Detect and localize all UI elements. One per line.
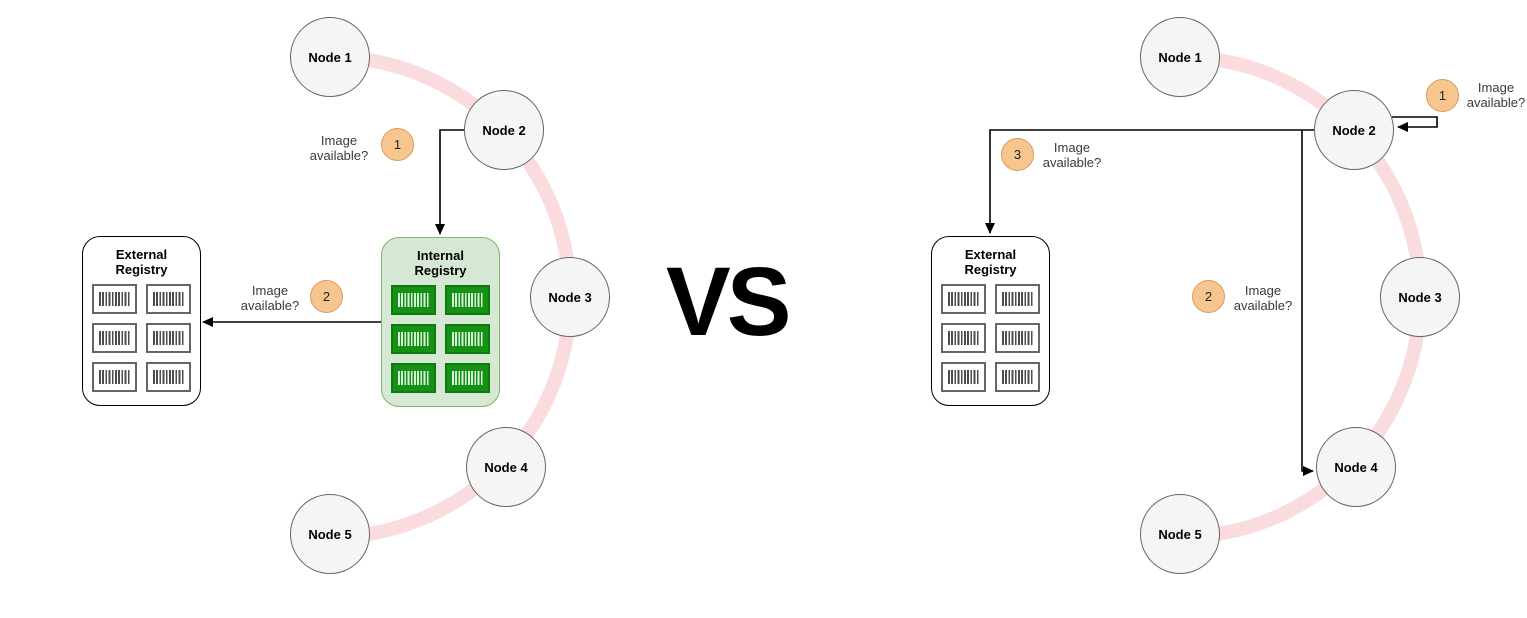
right-step-3-badge: 3 xyxy=(1001,138,1034,171)
badge-number: 1 xyxy=(393,137,402,152)
node-label: Node 2 xyxy=(1332,122,1376,138)
arrow-right-node2-self-loop xyxy=(1392,116,1438,132)
badge-number: 2 xyxy=(1204,289,1213,304)
arrow-right-node2-to-node4 xyxy=(1301,130,1314,476)
left-step-2-badge: 2 xyxy=(310,280,343,313)
container-image-icon xyxy=(146,362,191,392)
badge-number: 3 xyxy=(1013,147,1022,162)
node-label: Node 3 xyxy=(1398,289,1442,305)
node-label: Node 4 xyxy=(1334,459,1378,475)
arrow-left-node2-to-internal-registry xyxy=(435,129,464,235)
right-node-4: Node 4 xyxy=(1316,427,1396,507)
left-node-5: Node 5 xyxy=(290,494,370,574)
left-node-1: Node 1 xyxy=(290,17,370,97)
container-image-icon xyxy=(146,284,191,314)
node-label: Node 5 xyxy=(308,526,352,542)
node-label: Node 3 xyxy=(548,289,592,305)
node-label: Node 1 xyxy=(1158,49,1202,65)
container-image-icon xyxy=(941,362,986,392)
container-image-icon xyxy=(391,285,436,315)
right-step-2-label: Image available? xyxy=(1233,283,1293,313)
left-node-4: Node 4 xyxy=(466,427,546,507)
container-image-icon xyxy=(445,285,490,315)
right-node-1: Node 1 xyxy=(1140,17,1220,97)
image-grid xyxy=(382,285,499,393)
container-image-icon xyxy=(445,363,490,393)
node-label: Node 2 xyxy=(482,122,526,138)
registry-title: External Registry xyxy=(964,247,1017,277)
container-image-icon xyxy=(941,323,986,353)
node-label: Node 5 xyxy=(1158,526,1202,542)
right-step-3-label: Image available? xyxy=(1042,140,1102,170)
right-node-2: Node 2 xyxy=(1314,90,1394,170)
left-external-registry: External Registry xyxy=(82,236,201,406)
image-grid xyxy=(932,284,1049,392)
badge-number: 1 xyxy=(1438,88,1447,103)
right-step-1-badge: 1 xyxy=(1426,79,1459,112)
right-node-5: Node 5 xyxy=(1140,494,1220,574)
arrow-right-node2-to-external-registry xyxy=(985,129,1314,234)
left-node-2: Node 2 xyxy=(464,90,544,170)
node-label: Node 4 xyxy=(484,459,528,475)
container-image-icon xyxy=(995,362,1040,392)
container-image-icon xyxy=(941,284,986,314)
node-label: Node 1 xyxy=(308,49,352,65)
badge-number: 2 xyxy=(322,289,331,304)
container-image-icon xyxy=(92,323,137,353)
container-image-icon xyxy=(391,363,436,393)
registry-title: Internal Registry xyxy=(414,248,467,278)
container-image-icon xyxy=(445,324,490,354)
right-external-registry: External Registry xyxy=(931,236,1050,406)
right-step-1-label: Image available? xyxy=(1466,80,1526,110)
left-internal-registry: Internal Registry xyxy=(381,237,500,407)
left-step-2-label: Image available? xyxy=(240,283,300,313)
registry-title: External Registry xyxy=(115,247,168,277)
container-image-icon xyxy=(391,324,436,354)
container-image-icon xyxy=(146,323,191,353)
image-grid xyxy=(83,284,200,392)
vs-divider: VS xyxy=(666,247,791,356)
container-image-icon xyxy=(92,362,137,392)
container-image-icon xyxy=(92,284,137,314)
left-step-1-badge: 1 xyxy=(381,128,414,161)
left-node-3: Node 3 xyxy=(530,257,610,337)
container-image-icon xyxy=(995,284,1040,314)
right-step-2-badge: 2 xyxy=(1192,280,1225,313)
right-node-3: Node 3 xyxy=(1380,257,1460,337)
container-image-icon xyxy=(995,323,1040,353)
left-step-1-label: Image available? xyxy=(309,133,369,163)
